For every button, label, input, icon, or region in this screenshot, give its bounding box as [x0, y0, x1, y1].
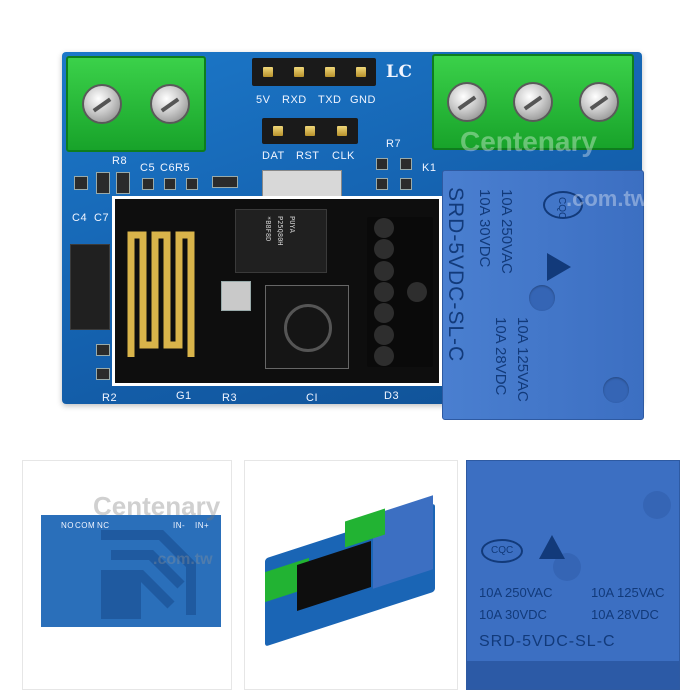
flash-chip-line-1: PUYA	[288, 216, 296, 233]
screw-icon	[82, 84, 122, 124]
smd-component	[186, 178, 198, 190]
label-r3: R3	[222, 392, 238, 404]
traces-icon	[101, 530, 196, 619]
relay-mold-mark	[529, 285, 555, 311]
label-g1: G1	[176, 390, 192, 402]
screw-icon	[579, 82, 619, 122]
watermark-url: .com.tw	[153, 551, 213, 568]
back-label-com: COM	[75, 521, 96, 530]
relay-rating-ac-1: 10A 250VAC	[498, 189, 515, 274]
smd-component	[116, 172, 130, 194]
smd-component	[96, 368, 110, 380]
cqc-logo-icon	[543, 191, 583, 219]
header-label-rxd: RXD	[282, 94, 307, 106]
label-r7: R7	[386, 138, 402, 150]
cqc-text: CQC	[491, 545, 514, 556]
screw-icon	[513, 82, 553, 122]
label-r2: R2	[102, 392, 118, 404]
back-label-in-minus: IN-	[173, 521, 186, 530]
flash-chip-line-2: P25Q80H	[276, 216, 284, 246]
debug-pin-header	[262, 118, 358, 144]
back-pcb	[41, 515, 221, 627]
label-k1: K1	[422, 162, 437, 174]
esp01-wifi-module: PUYA P25Q80H *B8F8D	[112, 196, 442, 386]
smd-component	[400, 158, 412, 170]
cqc-logo-icon	[481, 539, 523, 563]
relay-rating-dc-2: 10A 28VDC	[492, 317, 509, 396]
back-label-nc: NC	[97, 521, 110, 530]
esp8266-chip	[265, 285, 349, 369]
smd-component	[74, 176, 88, 190]
label-c4: C4	[72, 212, 88, 224]
header-label-rst: RST	[296, 150, 320, 162]
relay-mold-mark	[643, 491, 671, 519]
back-label-no: NO	[61, 521, 74, 530]
label-c7: C7	[94, 212, 110, 224]
label-r8: R8	[112, 155, 128, 167]
relay-rating-ac-2: 10A 125VAC	[514, 317, 531, 402]
rating-ac-1: 10A 250VAC	[479, 585, 553, 600]
relay-base	[467, 661, 679, 689]
header-label-5v: 5V	[256, 94, 271, 106]
right-screw-terminal	[432, 54, 634, 150]
smd-component	[96, 172, 110, 194]
header-label-dat: DAT	[262, 150, 285, 162]
header-label-clk: CLK	[332, 150, 355, 162]
smd-component	[96, 344, 110, 356]
left-screw-terminal	[66, 56, 206, 152]
relay: SRD-5VDC-SL-C 10A 250VAC 10A 30VDC 10A 1…	[442, 170, 644, 420]
label-d3: D3	[384, 390, 400, 402]
main-product-photo: 5V RXD TXD GND LC DAT RST CLK R8 C5 C6R5…	[0, 0, 700, 450]
smd-component	[212, 176, 238, 188]
relay-mold-mark	[603, 377, 629, 403]
header-label-gnd: GND	[350, 94, 376, 106]
thumbnail-relay-closeup[interactable]: CQC 10A 250VAC 10A 125VAC 10A 30VDC 10A …	[466, 460, 680, 690]
thumbnail-back-view[interactable]: NO COM NC IN- IN+ Centenary .com.tw	[22, 460, 232, 690]
rating-dc-1: 10A 30VDC	[479, 607, 547, 622]
screw-icon	[447, 82, 487, 122]
screw-icon	[150, 84, 190, 124]
label-c5: C5	[140, 162, 156, 174]
warning-triangle-icon	[547, 253, 571, 281]
warning-triangle-icon	[539, 535, 565, 559]
relay-model: SRD-5VDC-SL-C	[479, 633, 616, 650]
smd-component	[376, 158, 388, 170]
relay-model: SRD-5VDC-SL-C	[444, 187, 467, 363]
lc-label: LC	[386, 62, 413, 82]
rating-ac-2: 10A 125VAC	[591, 585, 665, 600]
label-c6r5: C6R5	[160, 162, 191, 174]
serial-pin-header	[252, 58, 376, 86]
back-label-in-plus: IN+	[195, 521, 210, 530]
smd-component	[376, 178, 388, 190]
thumbnail-angled-view[interactable]	[244, 460, 458, 690]
watermark-text: Centenary	[460, 126, 597, 157]
smd-component	[400, 178, 412, 190]
esp01-pin-header	[367, 217, 433, 367]
relay-rating-dc-1: 10A 30VDC	[476, 189, 493, 268]
watermark-text: Centenary	[93, 491, 221, 521]
smd-component	[164, 178, 176, 190]
pcb-antenna-icon	[127, 231, 195, 357]
espressif-logo-icon	[284, 304, 332, 352]
flash-chip-line-3: *B8F8D	[264, 216, 272, 242]
label-ci: CI	[306, 392, 318, 404]
control-ic	[70, 244, 110, 330]
flash-chip: PUYA P25Q80H *B8F8D	[235, 209, 327, 273]
rating-dc-2: 10A 28VDC	[591, 607, 659, 622]
smd-component	[142, 178, 154, 190]
header-label-txd: TXD	[318, 94, 342, 106]
crystal	[221, 281, 251, 311]
watermark-url: .com.tw	[566, 186, 648, 211]
